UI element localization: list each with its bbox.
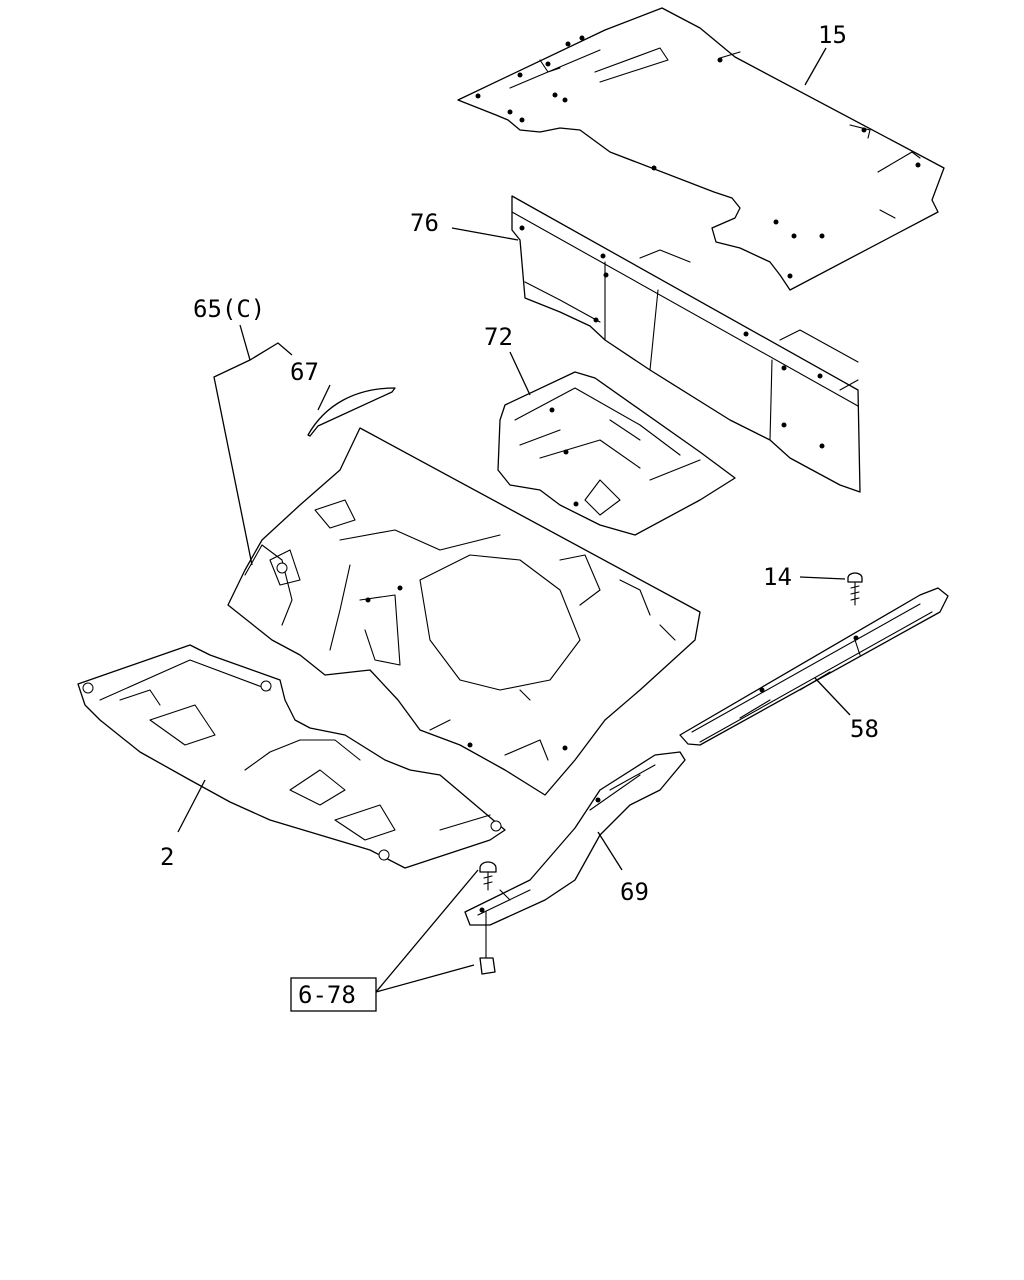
callout-67: 67: [290, 358, 319, 386]
part-15-rear-floor-mat[interactable]: [457, 7, 945, 291]
reference-box-6-78[interactable]: 6-78: [290, 977, 377, 1012]
part-2-front-floor-mat[interactable]: [77, 644, 506, 869]
leader-6-78: [375, 869, 479, 993]
part-14-screw[interactable]: [847, 572, 863, 606]
fastener-clip-6-78[interactable]: [479, 861, 497, 975]
leader-67: [317, 384, 331, 411]
callout-14: 14: [763, 563, 792, 591]
callout-6-78: 6-78: [298, 981, 356, 1009]
leader-65c: [213, 324, 293, 566]
part-58-scuff-plate[interactable]: [679, 587, 949, 746]
leader-2: [177, 779, 206, 833]
leader-14: [799, 576, 846, 580]
callout-58: 58: [850, 715, 879, 743]
part-67-insulator[interactable]: [307, 387, 396, 437]
leader-58: [814, 677, 851, 716]
callout-72: 72: [484, 323, 513, 351]
part-65c-main-floor-carpet[interactable]: [227, 427, 701, 796]
part-72-floor-insert[interactable]: [497, 371, 736, 536]
part-76-panel[interactable]: [511, 195, 861, 493]
callout-15: 15: [818, 21, 847, 49]
callout-69: 69: [620, 878, 649, 906]
leader-69: [597, 831, 623, 871]
leader-72: [509, 351, 531, 396]
part-69-side-trim[interactable]: [464, 751, 686, 926]
callout-65c: 65(C): [193, 295, 265, 323]
callout-76: 76: [410, 209, 439, 237]
leader-15: [804, 47, 827, 86]
leader-76: [451, 227, 519, 241]
callout-2: 2: [160, 843, 174, 871]
